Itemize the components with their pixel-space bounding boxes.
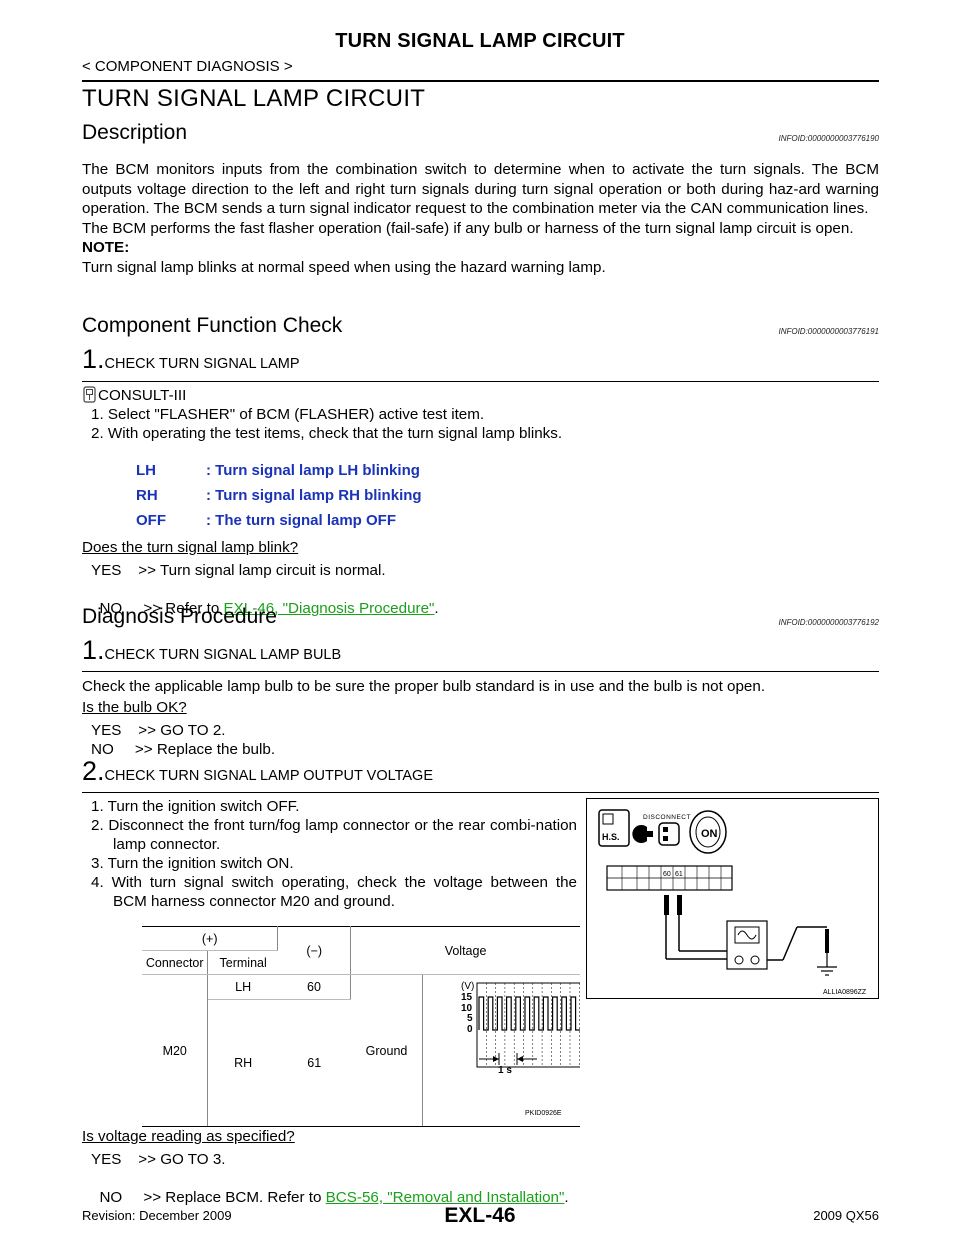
- component-check-title: Component Function Check: [82, 314, 343, 337]
- cfc-no-text: NO >> Refer to: [99, 600, 224, 617]
- description-infoid: INFOID:0000000003776190: [778, 134, 879, 143]
- dp-step-2-item-1: 1. Turn the ignition switch OFF.: [91, 798, 300, 815]
- waveform-period: 1 s: [498, 1065, 512, 1076]
- cell-rh: RH: [207, 999, 278, 1128]
- waveform-tick-5: 5: [467, 1013, 473, 1024]
- note-label: NOTE:: [82, 239, 130, 256]
- consult-tool-label: CONSULT-III: [98, 387, 187, 404]
- cfc-step-rule: [82, 381, 879, 382]
- voltage-waveform: (V) 15 10 5 0 1 s PKID0926E: [461, 981, 590, 1117]
- on-label: ON: [701, 828, 718, 840]
- waveform-tick-0: 0: [467, 1024, 473, 1035]
- dp-step-2-yes: YES >> GO TO 3.: [91, 1151, 226, 1168]
- waveform-unit: (V): [461, 981, 474, 992]
- dp-step-2-title: CHECK TURN SIGNAL LAMP OUTPUT VOLTAGE: [104, 768, 433, 784]
- consult-tool-icon: [83, 386, 96, 403]
- dp-step-1-text: Check the applicable lamp bulb to be sur…: [82, 678, 766, 695]
- note-text: Turn signal lamp blinks at normal speed …: [82, 258, 606, 276]
- description-body: The BCM monitors inputs from the combina…: [82, 160, 879, 277]
- dp-step-1-question: Is the bulb OK?: [82, 699, 187, 716]
- component-check-infoid: INFOID:0000000003776191: [778, 327, 879, 336]
- footer-model: 2009 QX56: [813, 1208, 879, 1223]
- cfc-no: NO >> Refer to EXL-46, "Diagnosis Proced…: [91, 580, 439, 618]
- dp-step-1-title: CHECK TURN SIGNAL LAMP BULB: [104, 647, 342, 663]
- waveform-code: PKID0926E: [525, 1110, 562, 1117]
- voltage-table-wrap: (+) (−) Voltage Connector Terminal M20 L…: [142, 926, 590, 1128]
- result-rh-value: : Turn signal lamp RH blinking: [206, 487, 422, 504]
- dp-step-2-item-3: 3. Turn the ignition switch ON.: [91, 855, 294, 872]
- footer-page-number: EXL-46: [444, 1204, 516, 1227]
- breadcrumb: < COMPONENT DIAGNOSIS >: [82, 58, 293, 75]
- cell-ground: Ground: [350, 974, 423, 1127]
- description-para2: The BCM performs the fast flasher operat…: [82, 219, 854, 237]
- dp-step-1-yes: YES >> GO TO 2.: [91, 722, 226, 739]
- dp-step-2-heading: 2.CHECK TURN SIGNAL LAMP OUTPUT VOLTAGE: [82, 756, 433, 787]
- cell-terminal-61: 61: [277, 999, 351, 1128]
- cfc-question: Does the turn signal lamp blink?: [82, 539, 299, 556]
- figure-code: ALLIA0896ZZ: [823, 989, 867, 996]
- result-off-value: : The turn signal lamp OFF: [206, 512, 397, 529]
- voltage-table: (+) (−) Voltage Connector Terminal M20 L…: [142, 926, 590, 1128]
- cell-waveform: (V) 15 10 5 0 1 s PKID0926E: [422, 974, 590, 1127]
- diagnosis-infoid: INFOID:0000000003776192: [778, 618, 879, 627]
- result-lh-key: LH: [136, 462, 156, 479]
- cfc-item-1: 1. Select "FLASHER" of BCM (FLASHER) act…: [91, 406, 485, 423]
- dp-step-1-number: 1.: [82, 635, 105, 665]
- cell-lh: LH: [207, 974, 278, 1000]
- waveform-tick-10: 10: [461, 1003, 473, 1014]
- page-heading: TURN SIGNAL LAMP CIRCUIT: [82, 85, 426, 112]
- result-rh-key: RH: [136, 487, 158, 504]
- link-exl-46[interactable]: EXL-46, "Diagnosis Procedure": [223, 600, 435, 617]
- dp-step-2-items: 1. Turn the ignition switch OFF. 2. Disc…: [91, 797, 577, 911]
- cell-terminal-60: 60: [277, 974, 352, 1000]
- running-title: TURN SIGNAL LAMP CIRCUIT: [335, 30, 625, 52]
- connector-figure: H.S. DISCONNECT ON 60 61: [586, 798, 879, 999]
- consult-line: CONSULT-III: [82, 386, 186, 405]
- diagnosis-title: Diagnosis Procedure: [82, 605, 277, 628]
- footer-revision: Revision: December 2009: [82, 1208, 232, 1223]
- cfc-item-2: 2. With operating the test items, check …: [91, 425, 563, 442]
- cell-connector: M20: [142, 974, 209, 1127]
- dp-step-2-number: 2.: [82, 756, 105, 786]
- cfc-yes: YES >> Turn signal lamp circuit is norma…: [91, 562, 386, 579]
- cfc-no-suffix: .: [434, 600, 439, 617]
- result-off-key: OFF: [136, 512, 166, 529]
- header-rule: [82, 80, 879, 82]
- dp-step-2-item-4: 4. With turn signal switch operating, ch…: [91, 874, 577, 910]
- description-title: Description: [82, 121, 188, 144]
- dp-step-2-item-2: 2. Disconnect the front turn/fog lamp co…: [91, 817, 577, 853]
- th-minus: (−): [277, 926, 352, 975]
- cfc-step-title: CHECK TURN SIGNAL LAMP: [104, 356, 300, 372]
- description-para1: The BCM monitors inputs from the combina…: [82, 161, 879, 217]
- link-bcs-56[interactable]: BCS-56, "Removal and Installation": [325, 1189, 565, 1206]
- th-plus: (+): [142, 926, 279, 951]
- th-voltage: Voltage: [350, 926, 580, 975]
- dp-step-2-no-text: NO >> Replace BCM. Refer to: [99, 1189, 326, 1206]
- th-connector: Connector: [142, 950, 209, 975]
- dp-step-2-question: Is voltage reading as specified?: [82, 1128, 295, 1145]
- th-terminal: Terminal: [207, 950, 278, 975]
- cfc-step-number: 1.: [82, 344, 105, 374]
- dp-step-1-no: NO >> Replace the bulb.: [91, 741, 276, 758]
- pin-60-label: 60: [663, 871, 671, 878]
- waveform-tick-15: 15: [461, 992, 473, 1003]
- dp-step-1-heading: 1.CHECK TURN SIGNAL LAMP BULB: [82, 635, 341, 666]
- connector-figure-drawing: H.S. DISCONNECT ON 60 61: [598, 809, 867, 996]
- cfc-step-1-heading: 1.CHECK TURN SIGNAL LAMP: [82, 344, 300, 375]
- pin-61-label: 61: [675, 871, 683, 878]
- dp-step-2-no-suffix: .: [564, 1189, 569, 1206]
- result-lh-value: : Turn signal lamp LH blinking: [206, 462, 420, 479]
- dp-step-2-no: NO >> Replace BCM. Refer to BCS-56, "Rem…: [91, 1169, 569, 1207]
- disconnect-label: DISCONNECT: [643, 814, 691, 821]
- dp-step-2-rule: [82, 792, 879, 793]
- dp-step-1-rule: [82, 671, 879, 672]
- hs-label: H.S.: [602, 832, 620, 842]
